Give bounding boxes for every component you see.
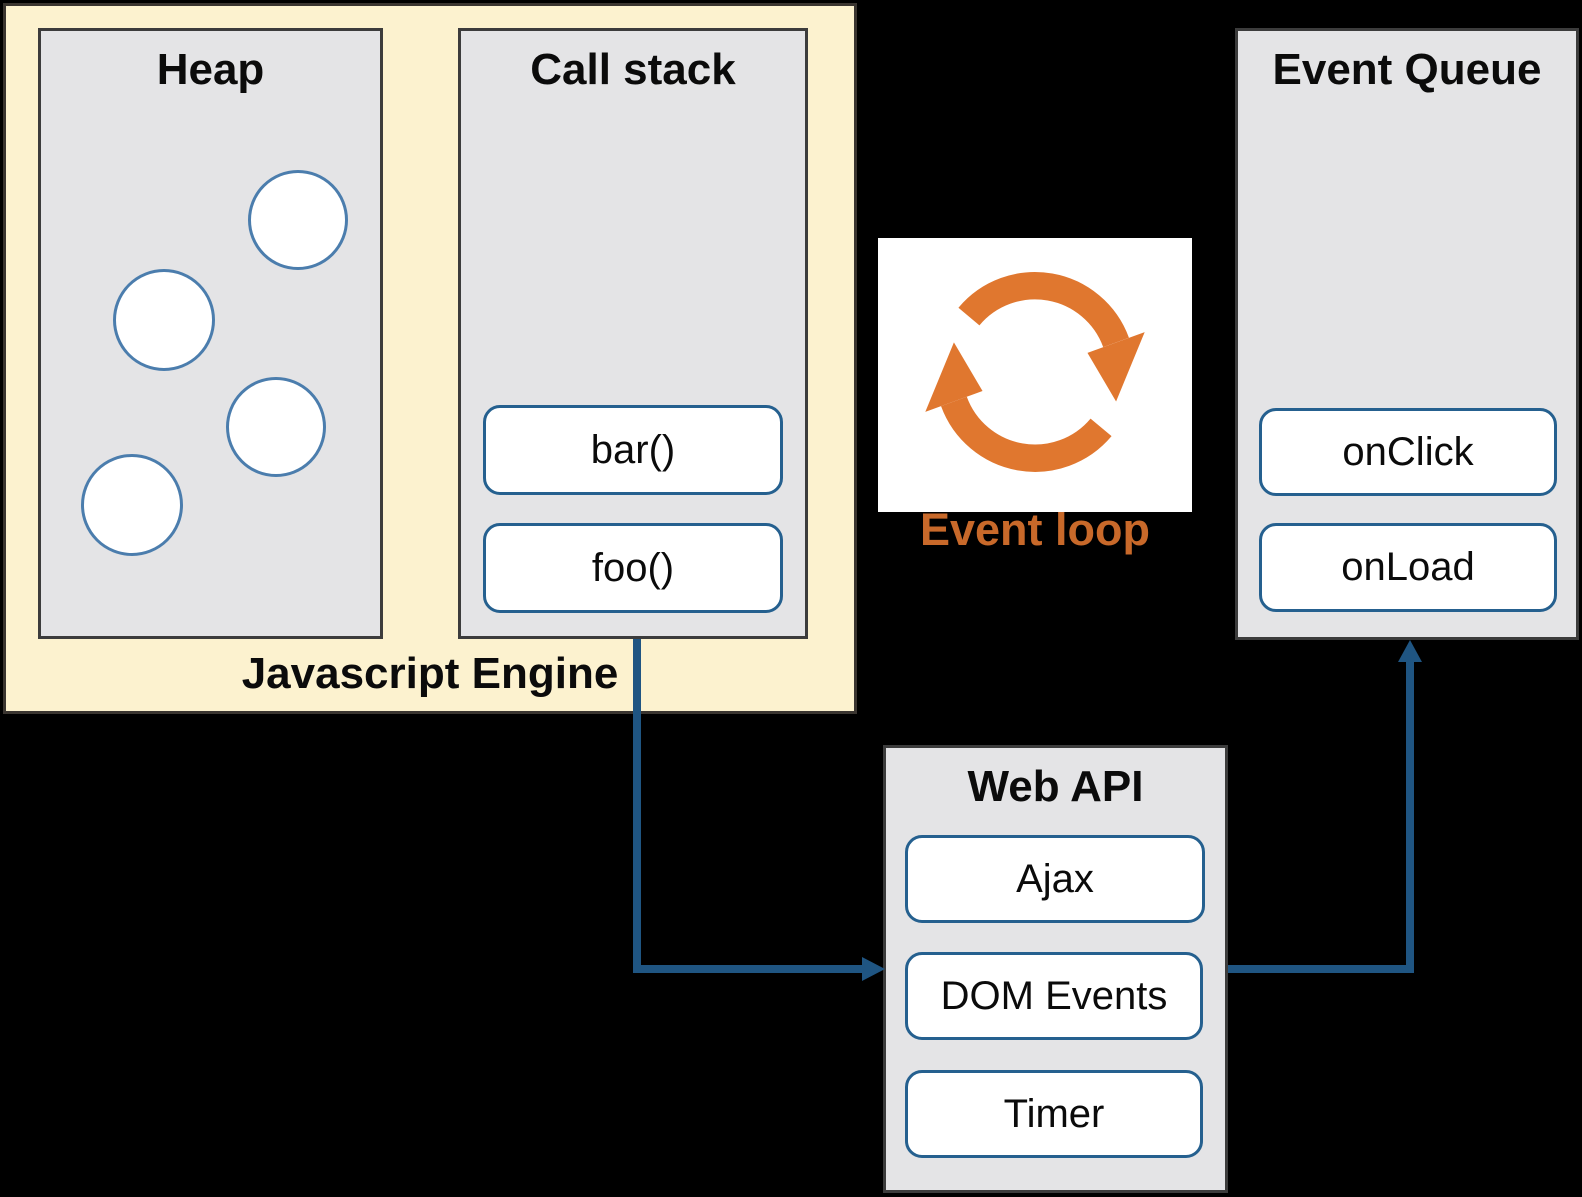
js-engine-label: Javascript Engine <box>241 649 619 698</box>
cycle-arrows-icon <box>925 272 1145 472</box>
stack-frame-bar: bar() <box>483 405 783 495</box>
api-item-dom-events: DOM Events <box>905 952 1203 1040</box>
event-loop-label: Event loop <box>919 504 1150 555</box>
heap-object-circle <box>248 170 348 270</box>
web-api-panel: Web API Ajax DOM Events Timer <box>883 745 1228 1193</box>
heap-title: Heap <box>156 45 265 94</box>
heap-object-circle <box>113 269 215 371</box>
event-queue-panel: Event Queue onClick onLoad <box>1235 28 1579 640</box>
call-stack-title: Call stack <box>530 45 736 94</box>
event-queue-title: Event Queue <box>1272 45 1542 94</box>
stack-frame-foo: foo() <box>483 523 783 613</box>
heap-object-circle <box>226 377 326 477</box>
api-item-ajax: Ajax <box>905 835 1205 923</box>
api-item-timer: Timer <box>905 1070 1203 1158</box>
queue-item-onload: onLoad <box>1259 523 1557 612</box>
event-loop-icon <box>878 238 1192 512</box>
queue-item-onclick: onClick <box>1259 408 1557 496</box>
web-api-title: Web API <box>967 762 1144 811</box>
call-stack-panel: Call stack bar() foo() <box>458 28 808 639</box>
heap-object-circle <box>81 454 183 556</box>
heap-panel: Heap <box>38 28 383 639</box>
js-engine-panel: Heap Call stack bar() foo() Javascript E… <box>3 3 857 714</box>
arrow-webapi-to-eventqueue <box>1228 640 1422 973</box>
